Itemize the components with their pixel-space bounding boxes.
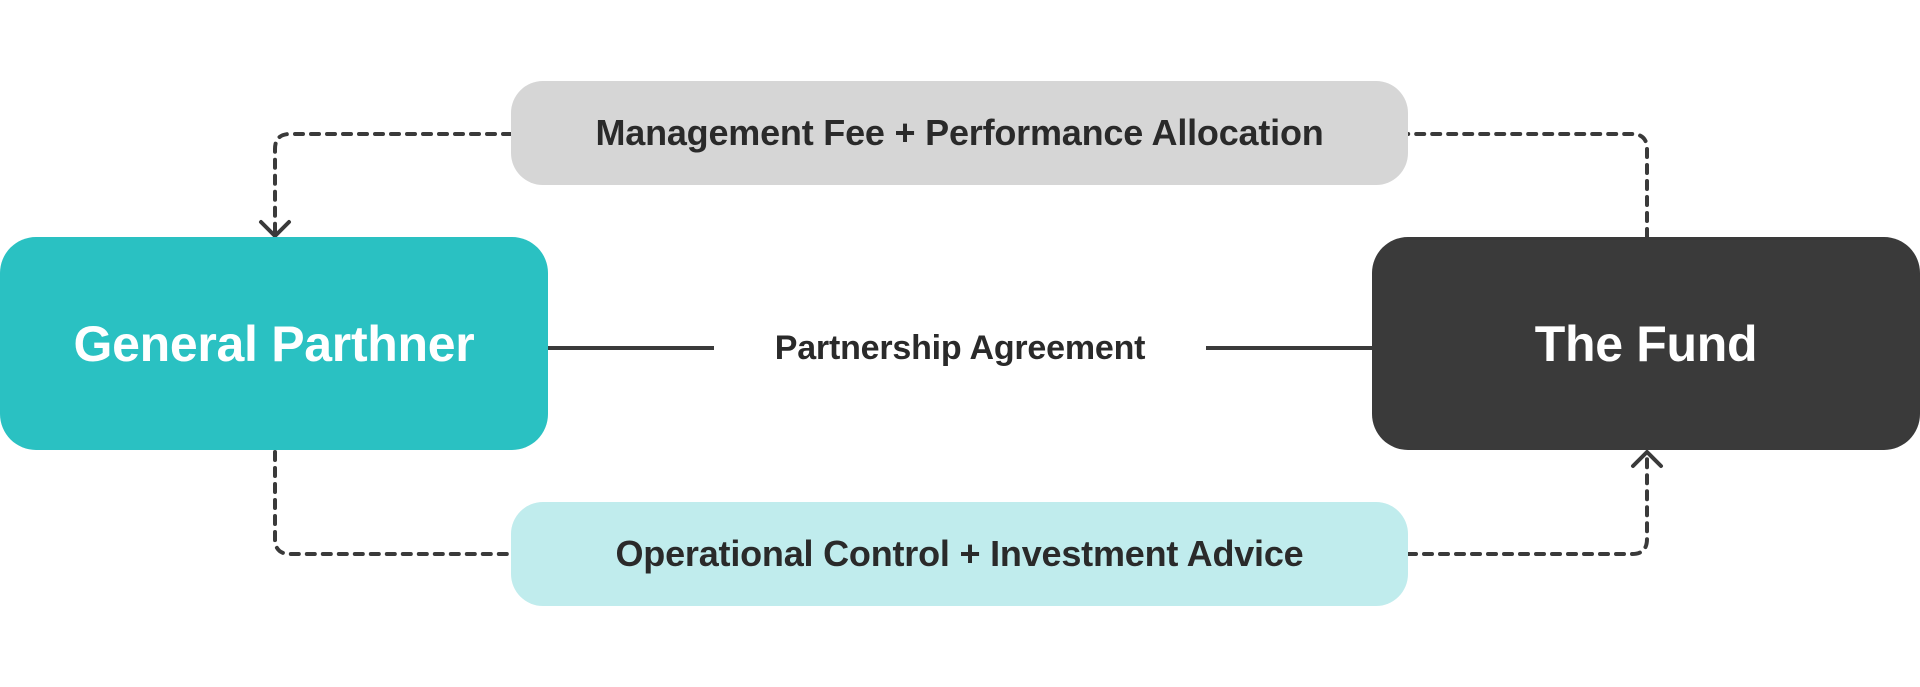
operational-control-flow-label: Operational Control + Investment Advice	[615, 533, 1304, 574]
general-partner-node: General Parthner	[0, 237, 548, 450]
management-fee-flow-pill: Management Fee + Performance Allocation	[511, 81, 1408, 185]
top-flow-dashed-path-right	[1406, 132, 1649, 239]
operational-control-flow-pill: Operational Control + Investment Advice	[511, 502, 1408, 606]
general-partner-label: General Parthner	[73, 315, 475, 372]
management-fee-flow-label: Management Fee + Performance Allocation	[595, 112, 1324, 153]
partnership-agreement-text: Partnership Agreement	[774, 328, 1146, 367]
arrow-down-icon	[259, 220, 291, 238]
top-flow-dashed-path-left	[273, 132, 513, 236]
bottom-flow-dashed-path-right	[1406, 452, 1649, 556]
arrow-up-icon	[1631, 450, 1663, 468]
fund-node: The Fund	[1372, 237, 1920, 450]
partnership-agreement-label: Partnership Agreement	[714, 318, 1206, 378]
bottom-flow-dashed-path-left	[273, 450, 513, 556]
fund-label: The Fund	[1534, 315, 1758, 372]
